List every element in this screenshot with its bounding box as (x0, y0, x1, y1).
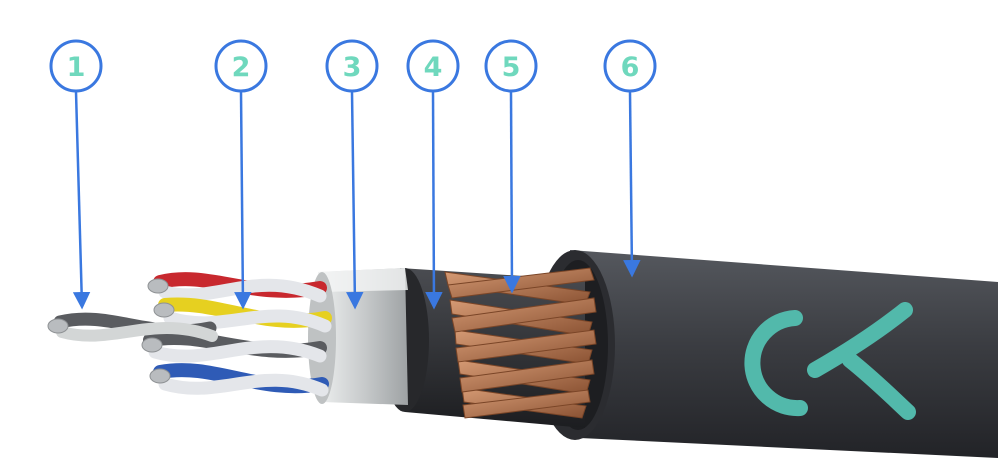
callout-number-1: 1 (67, 52, 86, 83)
callout-badge-5: 5 (486, 41, 536, 91)
callout-badge-3: 3 (327, 41, 377, 91)
leader-1 (76, 92, 82, 306)
callout-badge-2: 2 (216, 41, 266, 91)
callout-badge-4: 4 (408, 41, 458, 91)
leader-5 (511, 92, 512, 290)
outer-jacket (535, 250, 998, 458)
leader-6 (630, 92, 632, 274)
callout-badge-1: 1 (51, 41, 101, 91)
callout-number-6: 6 (621, 52, 640, 83)
conductor-pairs (60, 279, 325, 390)
callout-badge-6: 6 (605, 41, 655, 91)
leader-2 (241, 92, 243, 306)
callout-number-2: 2 (232, 52, 251, 83)
leader-4 (433, 92, 434, 306)
callout-number-5: 5 (502, 52, 521, 83)
callout-number-3: 3 (343, 52, 362, 83)
callout-number-4: 4 (424, 52, 443, 83)
